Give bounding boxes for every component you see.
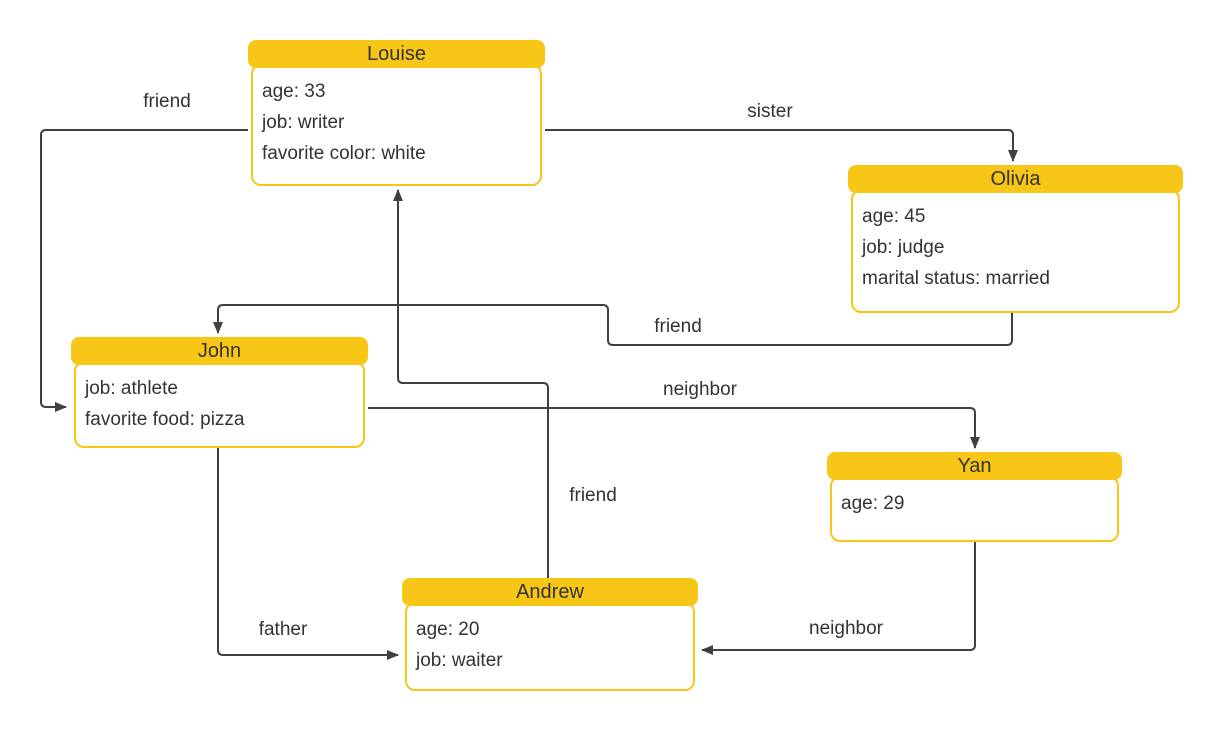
edge-label-neighbor-john-yan: neighbor	[663, 379, 737, 400]
edge-yan-andrew-neighbor	[701, 542, 976, 655]
node-yan-title[interactable]: Yan	[827, 452, 1122, 480]
node-andrew-body: age: 20 job: waiter	[405, 602, 695, 691]
node-olivia[interactable]: Olivia age: 45 job: judge marital status…	[848, 165, 1183, 313]
edge-andrew-louise-friend	[393, 189, 549, 578]
edge-louise-john-friend	[40, 129, 248, 412]
edge-label-father: father	[258, 619, 308, 640]
node-louise[interactable]: Louise age: 33 job: writer favorite colo…	[248, 40, 545, 186]
edge-louise-olivia-sister	[545, 129, 1018, 162]
attribute-line: age: 20	[416, 619, 480, 640]
attribute-line: marital status: married	[862, 268, 1050, 289]
node-andrew[interactable]: Andrew age: 20 job: waiter	[402, 578, 698, 691]
attribute-line: age: 33	[262, 81, 326, 102]
edge-john-yan-neighbor	[368, 407, 980, 449]
node-john-title[interactable]: John	[71, 337, 368, 365]
node-andrew-title[interactable]: Andrew	[402, 578, 698, 606]
node-john-body: job: athlete favorite food: pizza	[74, 361, 365, 448]
edge-label-neighbor-yan-andrew: neighbor	[809, 618, 883, 639]
node-olivia-title[interactable]: Olivia	[848, 165, 1183, 193]
node-louise-title[interactable]: Louise	[248, 40, 545, 68]
attribute-line: age: 29	[841, 493, 905, 514]
attribute-line: job: writer	[262, 112, 345, 133]
edge-john-andrew-father	[217, 448, 399, 660]
attribute-line: job: waiter	[416, 650, 503, 671]
attribute-line: favorite food: pizza	[85, 409, 245, 430]
attribute-line: age: 45	[862, 206, 926, 227]
node-john[interactable]: John job: athlete favorite food: pizza	[71, 337, 368, 448]
edge-label-friend-olivia-john: friend	[654, 316, 702, 337]
node-louise-body: age: 33 job: writer favorite color: whit…	[251, 64, 542, 186]
attribute-line: job: judge	[862, 237, 945, 258]
edge-label-friend-louise-john: friend	[143, 91, 191, 112]
node-yan-body: age: 29	[830, 476, 1119, 542]
attribute-line: favorite color: white	[262, 143, 426, 164]
edge-olivia-john-friend	[213, 304, 1013, 346]
node-yan[interactable]: Yan age: 29	[827, 452, 1122, 542]
edge-label-friend-andrew-louise: friend	[569, 485, 617, 506]
node-olivia-body: age: 45 job: judge marital status: marri…	[851, 189, 1180, 313]
edge-label-sister: sister	[747, 101, 793, 122]
attribute-line: job: athlete	[85, 378, 178, 399]
